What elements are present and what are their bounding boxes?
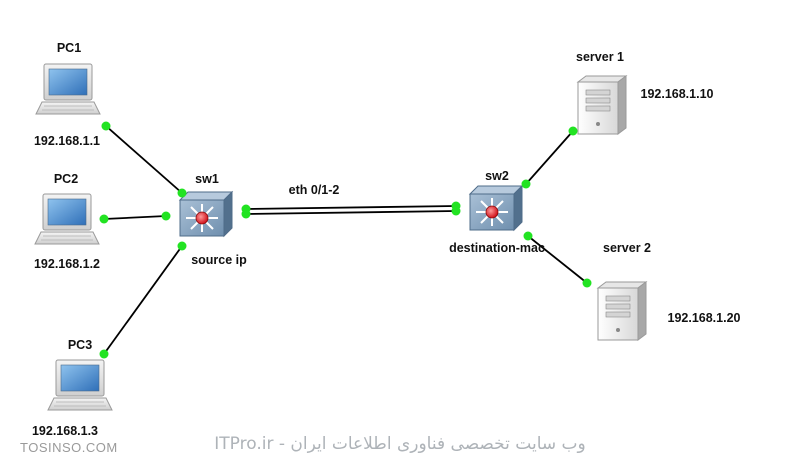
watermark-center: وب سایت تخصصی فناوری اطلاعات ایران - ITP… (214, 434, 586, 454)
sw1-name: sw1 (195, 172, 219, 186)
port-dot[interactable] (101, 121, 111, 131)
port-dot[interactable] (177, 241, 187, 251)
server-tower-icon (577, 75, 627, 135)
port-dot[interactable] (241, 209, 251, 219)
link-sw2-server2[interactable] (527, 235, 588, 284)
laptop-icon (34, 193, 100, 245)
sw1-node[interactable]: sw1 source ip (179, 172, 247, 267)
watermark-left: TOSINSO.COM (20, 440, 118, 455)
pc3-name: PC3 (68, 338, 92, 352)
pc1-name: PC1 (57, 41, 81, 55)
sw2-name: sw2 (485, 169, 509, 183)
server1-name: server 1 (576, 50, 624, 64)
trunk-label: eth 0/1-2 (289, 183, 340, 197)
pc2-name: PC2 (54, 172, 78, 186)
pc3-node[interactable]: PC3 192.168.1.3 (32, 338, 113, 438)
links (103, 125, 588, 355)
laptop-icon (47, 359, 113, 411)
link-trunk-2[interactable] (245, 210, 457, 215)
port-dot[interactable] (523, 231, 533, 241)
port-dots (99, 121, 592, 359)
sw2-mode: destination-mac (449, 241, 545, 255)
port-dot[interactable] (568, 126, 578, 136)
pc3-ip: 192.168.1.3 (32, 424, 98, 438)
multilayer-switch-icon (179, 191, 233, 237)
sw1-mode: source ip (191, 253, 247, 267)
port-dot[interactable] (177, 188, 187, 198)
port-dot[interactable] (451, 206, 461, 216)
sw2-node[interactable]: sw2 destination-mac (449, 169, 545, 255)
port-dot[interactable] (161, 211, 171, 221)
server1-node[interactable]: server 1 192.168.1.10 (576, 50, 714, 135)
port-dot[interactable] (99, 349, 109, 359)
pc2-node[interactable]: PC2 192.168.1.2 (34, 172, 100, 271)
multilayer-switch-icon (469, 185, 523, 231)
link-pc1-sw1[interactable] (105, 125, 183, 194)
pc2-ip: 192.168.1.2 (34, 257, 100, 271)
port-dot[interactable] (99, 214, 109, 224)
server2-name: server 2 (603, 241, 651, 255)
laptop-icon (35, 63, 101, 115)
server1-ip: 192.168.1.10 (641, 87, 714, 101)
pc1-node[interactable]: PC1 192.168.1.1 (34, 41, 101, 148)
port-dot[interactable] (582, 278, 592, 288)
server2-ip: 192.168.1.20 (668, 311, 741, 325)
pc1-ip: 192.168.1.1 (34, 134, 100, 148)
link-trunk-1[interactable] (245, 205, 457, 210)
server2-node[interactable]: server 2 192.168.1.20 (597, 241, 741, 341)
link-sw2-server1[interactable] (525, 130, 574, 185)
port-dot[interactable] (521, 179, 531, 189)
link-pc2-sw1[interactable] (103, 215, 167, 220)
server-tower-icon (597, 281, 647, 341)
link-pc3-sw1[interactable] (103, 245, 183, 355)
